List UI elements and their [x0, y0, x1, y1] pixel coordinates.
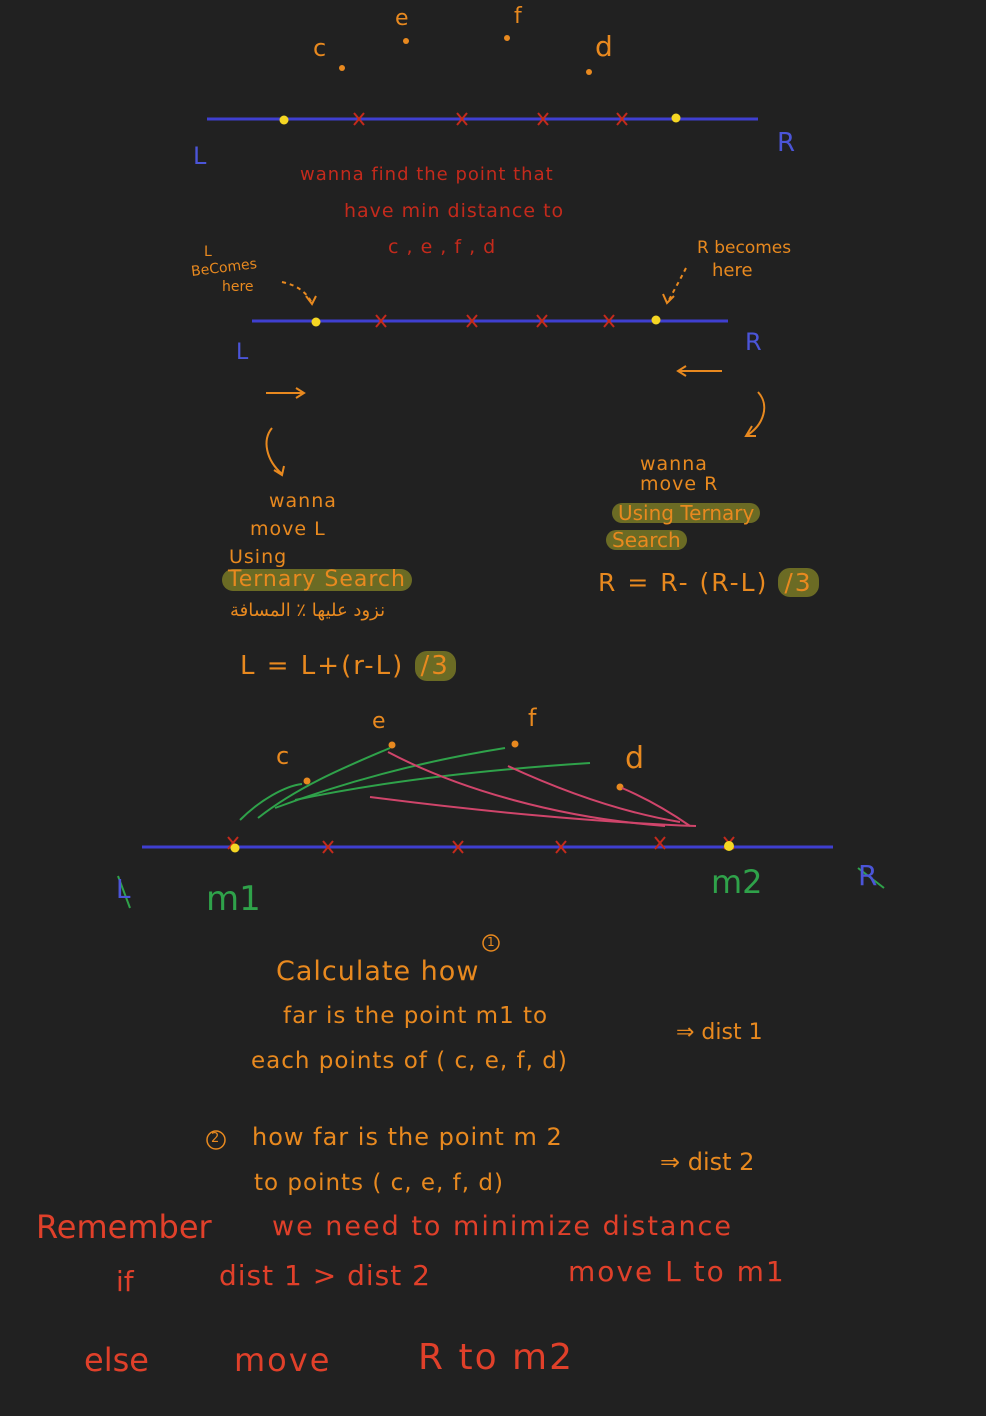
- label-f-third: f: [528, 704, 537, 732]
- label-c-third: c: [276, 742, 290, 770]
- step1-line-2: far is the point m1 to: [283, 1003, 549, 1029]
- third-point-f: [511, 740, 519, 748]
- left-formula: L = L+(r-L) /3: [240, 651, 456, 681]
- label-L-second: L: [236, 340, 249, 365]
- left-note-2: move L: [250, 518, 326, 540]
- else-action: move: [234, 1341, 332, 1379]
- second-right-point: [651, 315, 661, 325]
- left-formula-main: L = L+(r-L): [240, 651, 405, 681]
- step2-number: 2: [211, 1131, 220, 1146]
- label-c-top: c: [313, 34, 327, 62]
- top-point-f: [504, 35, 510, 41]
- goal-line-3: c , e , f , d: [388, 236, 497, 258]
- label-R-second: R: [745, 328, 762, 356]
- else-word: else: [84, 1341, 149, 1379]
- third-line-marks: [227, 836, 735, 854]
- step1-number: 1: [487, 935, 495, 949]
- move-arrows: [265, 365, 766, 477]
- top-point-c: [339, 65, 345, 71]
- third-point-d: [616, 783, 624, 791]
- third-point-m2: [724, 841, 734, 851]
- l-becomes-1: L: [204, 244, 212, 260]
- left-formula-divisor: /3: [414, 651, 456, 681]
- left-note-3: Using: [229, 546, 288, 568]
- label-L-top: L: [193, 142, 207, 170]
- right-formula-main: R = R- (R-L): [598, 568, 769, 597]
- step1-line-3: each points of ( c, e, f, d): [251, 1048, 568, 1074]
- label-m2: m2: [711, 863, 763, 901]
- m1-distance-lines: [239, 747, 591, 821]
- second-left-point: [311, 317, 321, 327]
- third-point-m1: [230, 843, 240, 853]
- top-right-point: [671, 113, 681, 123]
- label-d-third: d: [625, 741, 645, 776]
- l-becomes-3: here: [222, 279, 254, 295]
- label-L-third: L: [116, 875, 131, 905]
- goal-line-1: wanna find the point that: [300, 164, 554, 185]
- r-becomes-1: R becomes: [697, 238, 792, 258]
- if-condition: dist 1 > dist 2: [219, 1259, 431, 1292]
- step1-line-1: Calculate how: [276, 956, 480, 987]
- right-formula-divisor: /3: [778, 568, 819, 597]
- right-note-2: move R: [640, 473, 719, 495]
- l-becomes-arrow: [281, 281, 313, 304]
- step1-number-circle: [482, 934, 500, 952]
- top-point-e: [403, 38, 409, 44]
- label-R-top: R: [777, 128, 796, 158]
- remember-word: Remember: [36, 1208, 212, 1246]
- right-note-4: Search: [606, 530, 687, 550]
- third-point-c: [303, 777, 311, 785]
- label-f-top: f: [514, 4, 522, 29]
- label-d-top: d: [595, 30, 613, 63]
- right-formula: R = R- (R-L) /3: [598, 568, 819, 597]
- step2-line-2: to points ( c, e, f, d): [254, 1170, 504, 1196]
- step2-result: ⇒ dist 2: [660, 1148, 755, 1176]
- if-word: if: [116, 1265, 134, 1298]
- remember-rest: we need to minimize distance: [272, 1211, 734, 1242]
- step2-line-1: how far is the point m 2: [252, 1123, 563, 1151]
- label-R-third: R: [858, 859, 878, 892]
- right-note-1: wanna: [640, 453, 708, 475]
- third-point-e: [388, 741, 396, 749]
- step1-result: ⇒ dist 1: [676, 1020, 763, 1045]
- goal-line-2: have min distance to: [344, 200, 565, 222]
- label-e-third: e: [372, 709, 386, 734]
- else-target: R to m2: [418, 1337, 575, 1378]
- label-e-top: e: [395, 6, 409, 31]
- second-line-marks: [375, 314, 615, 328]
- top-point-d: [586, 69, 592, 75]
- top-line-marks: [353, 112, 628, 126]
- left-note-1: wanna: [269, 490, 337, 512]
- step2-number-circle: [206, 1130, 226, 1150]
- if-action: move L to m1: [568, 1255, 786, 1288]
- left-note-4: Ternary Search: [222, 569, 412, 591]
- r-becomes-2: here: [712, 260, 753, 281]
- left-note-arabic: نزود عليها ٪ المسافة: [230, 600, 386, 621]
- right-note-3: Using Ternary: [612, 503, 761, 523]
- top-left-point: [279, 115, 289, 125]
- label-m1: m1: [206, 879, 261, 919]
- m2-distance-lines: [369, 751, 697, 827]
- r-becomes-arrow: [667, 267, 687, 303]
